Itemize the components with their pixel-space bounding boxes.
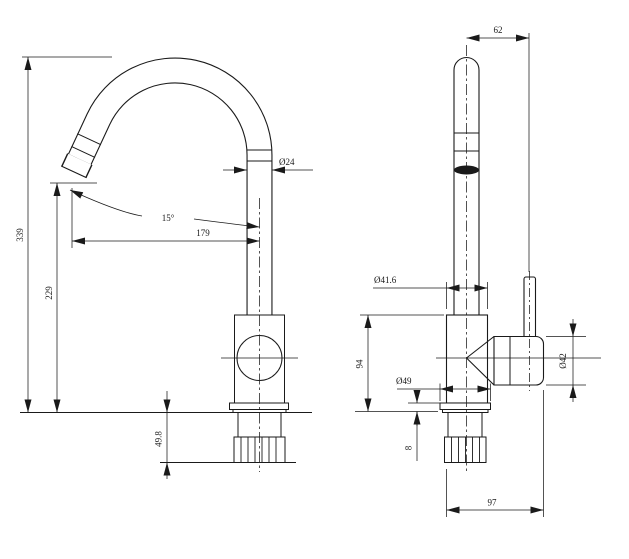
handle-cone-edge [466, 336, 495, 359]
gooseneck-spout-core [63, 58, 272, 322]
dim-front-total-height: 339 [15, 228, 25, 242]
side-shank [447, 412, 483, 438]
side-base-flange-upper [439, 402, 491, 410]
front-view: 339 229 Ø24 15° 179 49.8 [15, 56, 313, 479]
dim-side-handle-diameter: Ø42 [558, 353, 568, 369]
dim-front-tip-height: 229 [44, 286, 54, 300]
spout-joint-line [77, 133, 102, 146]
handle-housing [493, 335, 545, 386]
base-flange-upper [229, 402, 289, 410]
dim-front-reach: 179 [196, 228, 210, 238]
side-shank-knurling [451, 437, 480, 463]
dim-side-flange-thickness: 8 [404, 445, 414, 450]
spout-joint-line [71, 145, 96, 158]
dim-front-shank-length: 49.8 [154, 431, 164, 447]
dim-arc-spout-angle-right [193, 218, 260, 230]
side-tube-cap [453, 56, 480, 71]
shank-nut-knurling [240, 437, 277, 463]
dim-front-spout-diameter: Ø24 [279, 157, 295, 167]
dim-side-body-height: 94 [355, 359, 365, 369]
side-view: 62 Ø41.6 94 Ø49 8 Ø42 97 [355, 25, 601, 517]
dim-side-overall-depth: 97 [488, 498, 498, 508]
dim-side-flange-diameter: Ø49 [396, 376, 412, 386]
dim-arc-spout-angle-left [69, 189, 143, 217]
dim-side-lever-offset: 62 [494, 25, 503, 35]
dim-side-body-diameter: Ø41.6 [374, 275, 397, 285]
handle-cone-edge [466, 357, 495, 386]
aerator-core [62, 153, 92, 178]
aerator-end-cap [60, 165, 87, 179]
dim-front-spout-angle: 15° [162, 213, 175, 223]
